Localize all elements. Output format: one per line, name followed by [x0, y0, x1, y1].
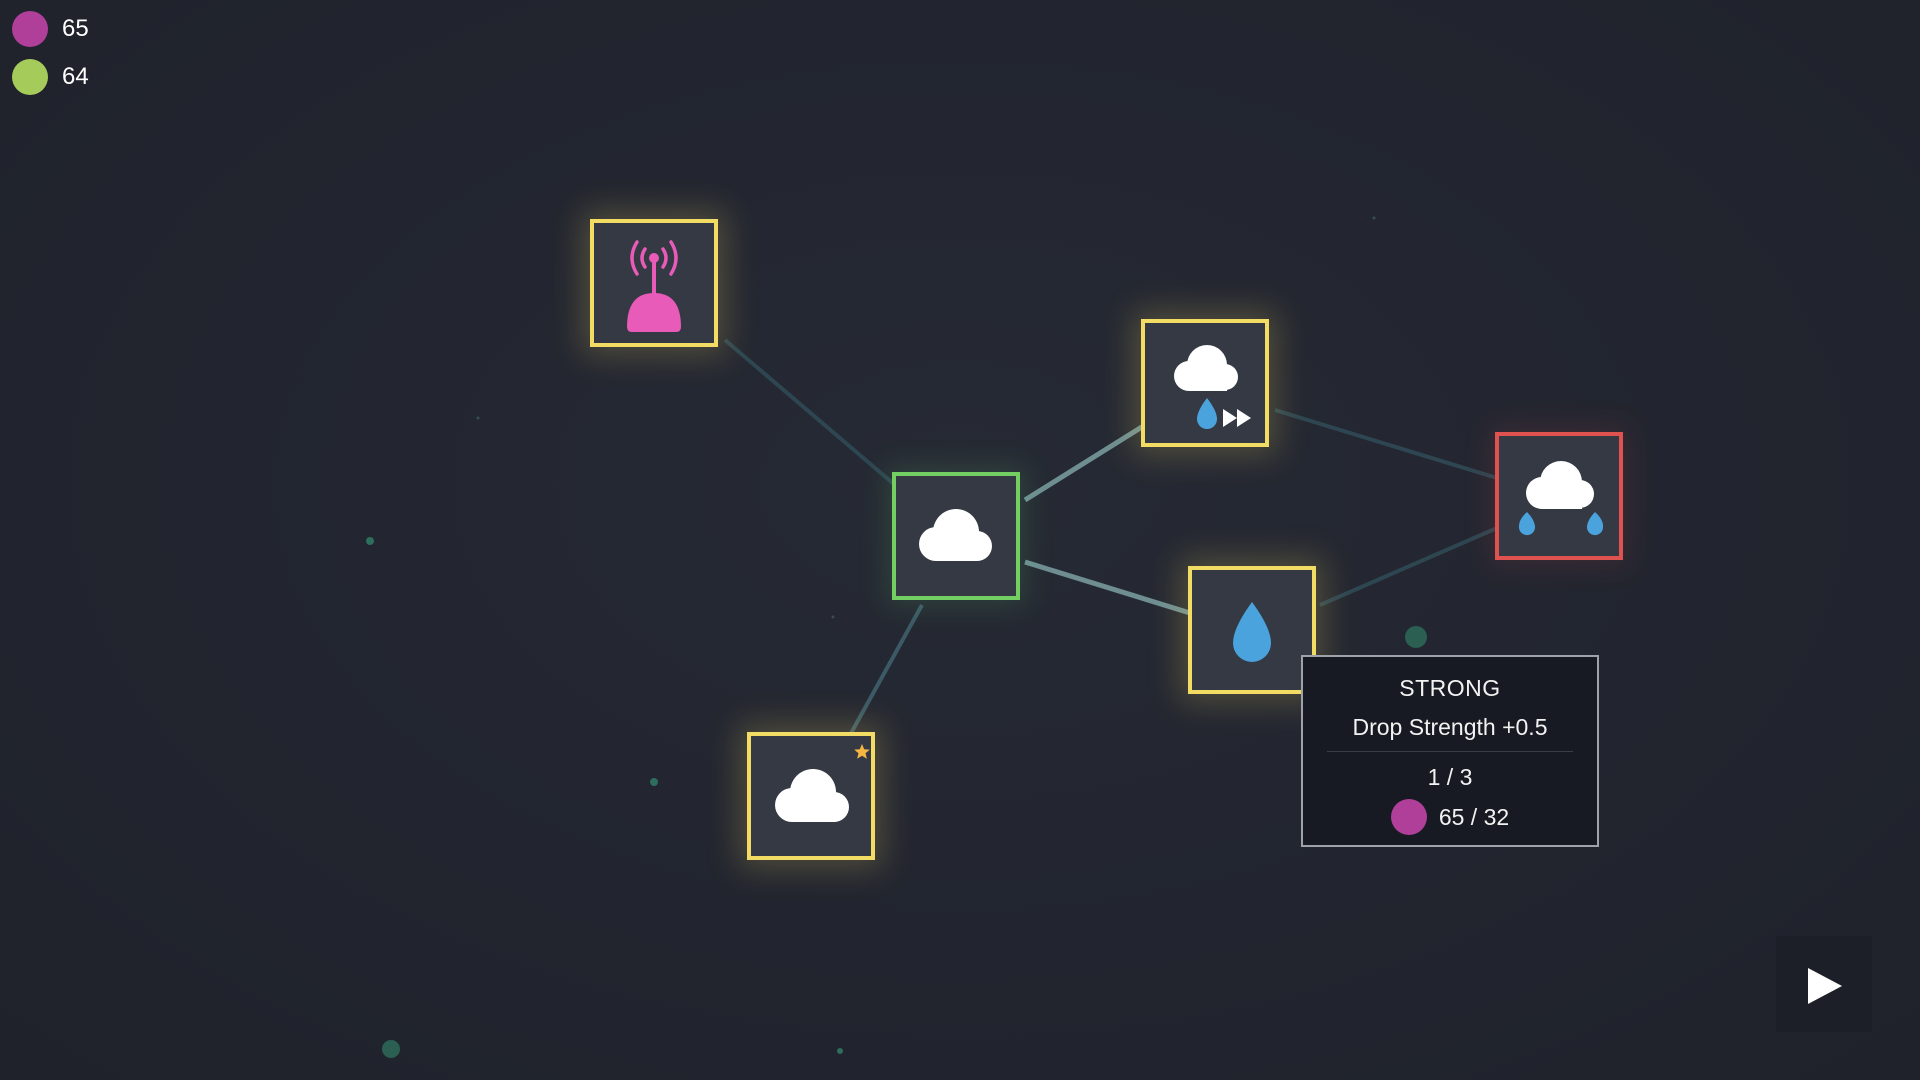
tooltip-cost: 65 / 32 [1303, 799, 1597, 835]
ambient-particle [1405, 626, 1427, 648]
drop-strength-node[interactable] [1188, 566, 1316, 694]
link-antenna-cloud [723, 338, 897, 487]
ambient-particle [831, 615, 835, 619]
star-cloud-node[interactable] [747, 732, 875, 860]
cloud-star-icon [775, 744, 870, 822]
tooltip-level: 1 / 3 [1427, 764, 1473, 790]
play-icon [1808, 968, 1842, 1004]
rain-speed-node[interactable] [1141, 319, 1269, 447]
purple-orb-icon [1390, 799, 1427, 835]
cloud-icon [919, 509, 992, 561]
antenna-dome-icon [627, 240, 681, 332]
cloud-double-drop-icon [1518, 461, 1604, 536]
antenna-node[interactable] [590, 219, 718, 347]
ambient-particle [382, 1040, 400, 1058]
cloud-rain-fast-forward-icon [1174, 345, 1251, 429]
tooltip-description: Drop Strength +0.5 [1352, 714, 1548, 740]
double-drop-node[interactable] [1495, 432, 1623, 560]
tooltip-cost-value: 65 / 32 [1438, 803, 1510, 830]
link-drop-doubledrop [1319, 526, 1498, 607]
ambient-particle [650, 778, 658, 786]
ambient-particle [1372, 216, 1376, 220]
cloud-root-node[interactable] [892, 472, 1020, 600]
ambient-particle [837, 1048, 843, 1054]
link-cloud-rainspeed [1023, 422, 1147, 503]
green-orb-icon [12, 59, 48, 95]
tooltip-divider [1327, 751, 1573, 752]
tooltip-title: STRONG [1399, 675, 1501, 701]
link-cloud-starcloud [848, 604, 924, 736]
play-button[interactable] [1776, 936, 1872, 1032]
upgrade-tooltip: STRONG Drop Strength +0.5 1 / 3 65 / 32 [1301, 655, 1599, 847]
currency-purple: 65 [12, 11, 89, 47]
purple-orb-icon [12, 11, 48, 47]
currency-green: 64 [12, 59, 89, 95]
link-rainspeed-doubledrop [1274, 408, 1498, 480]
currency-green-value: 64 [62, 63, 89, 90]
ambient-particle [476, 416, 480, 420]
currency-purple-value: 65 [62, 15, 89, 42]
link-cloud-drop [1024, 559, 1191, 616]
ambient-particle [366, 537, 374, 545]
water-drop-icon [1233, 602, 1271, 662]
